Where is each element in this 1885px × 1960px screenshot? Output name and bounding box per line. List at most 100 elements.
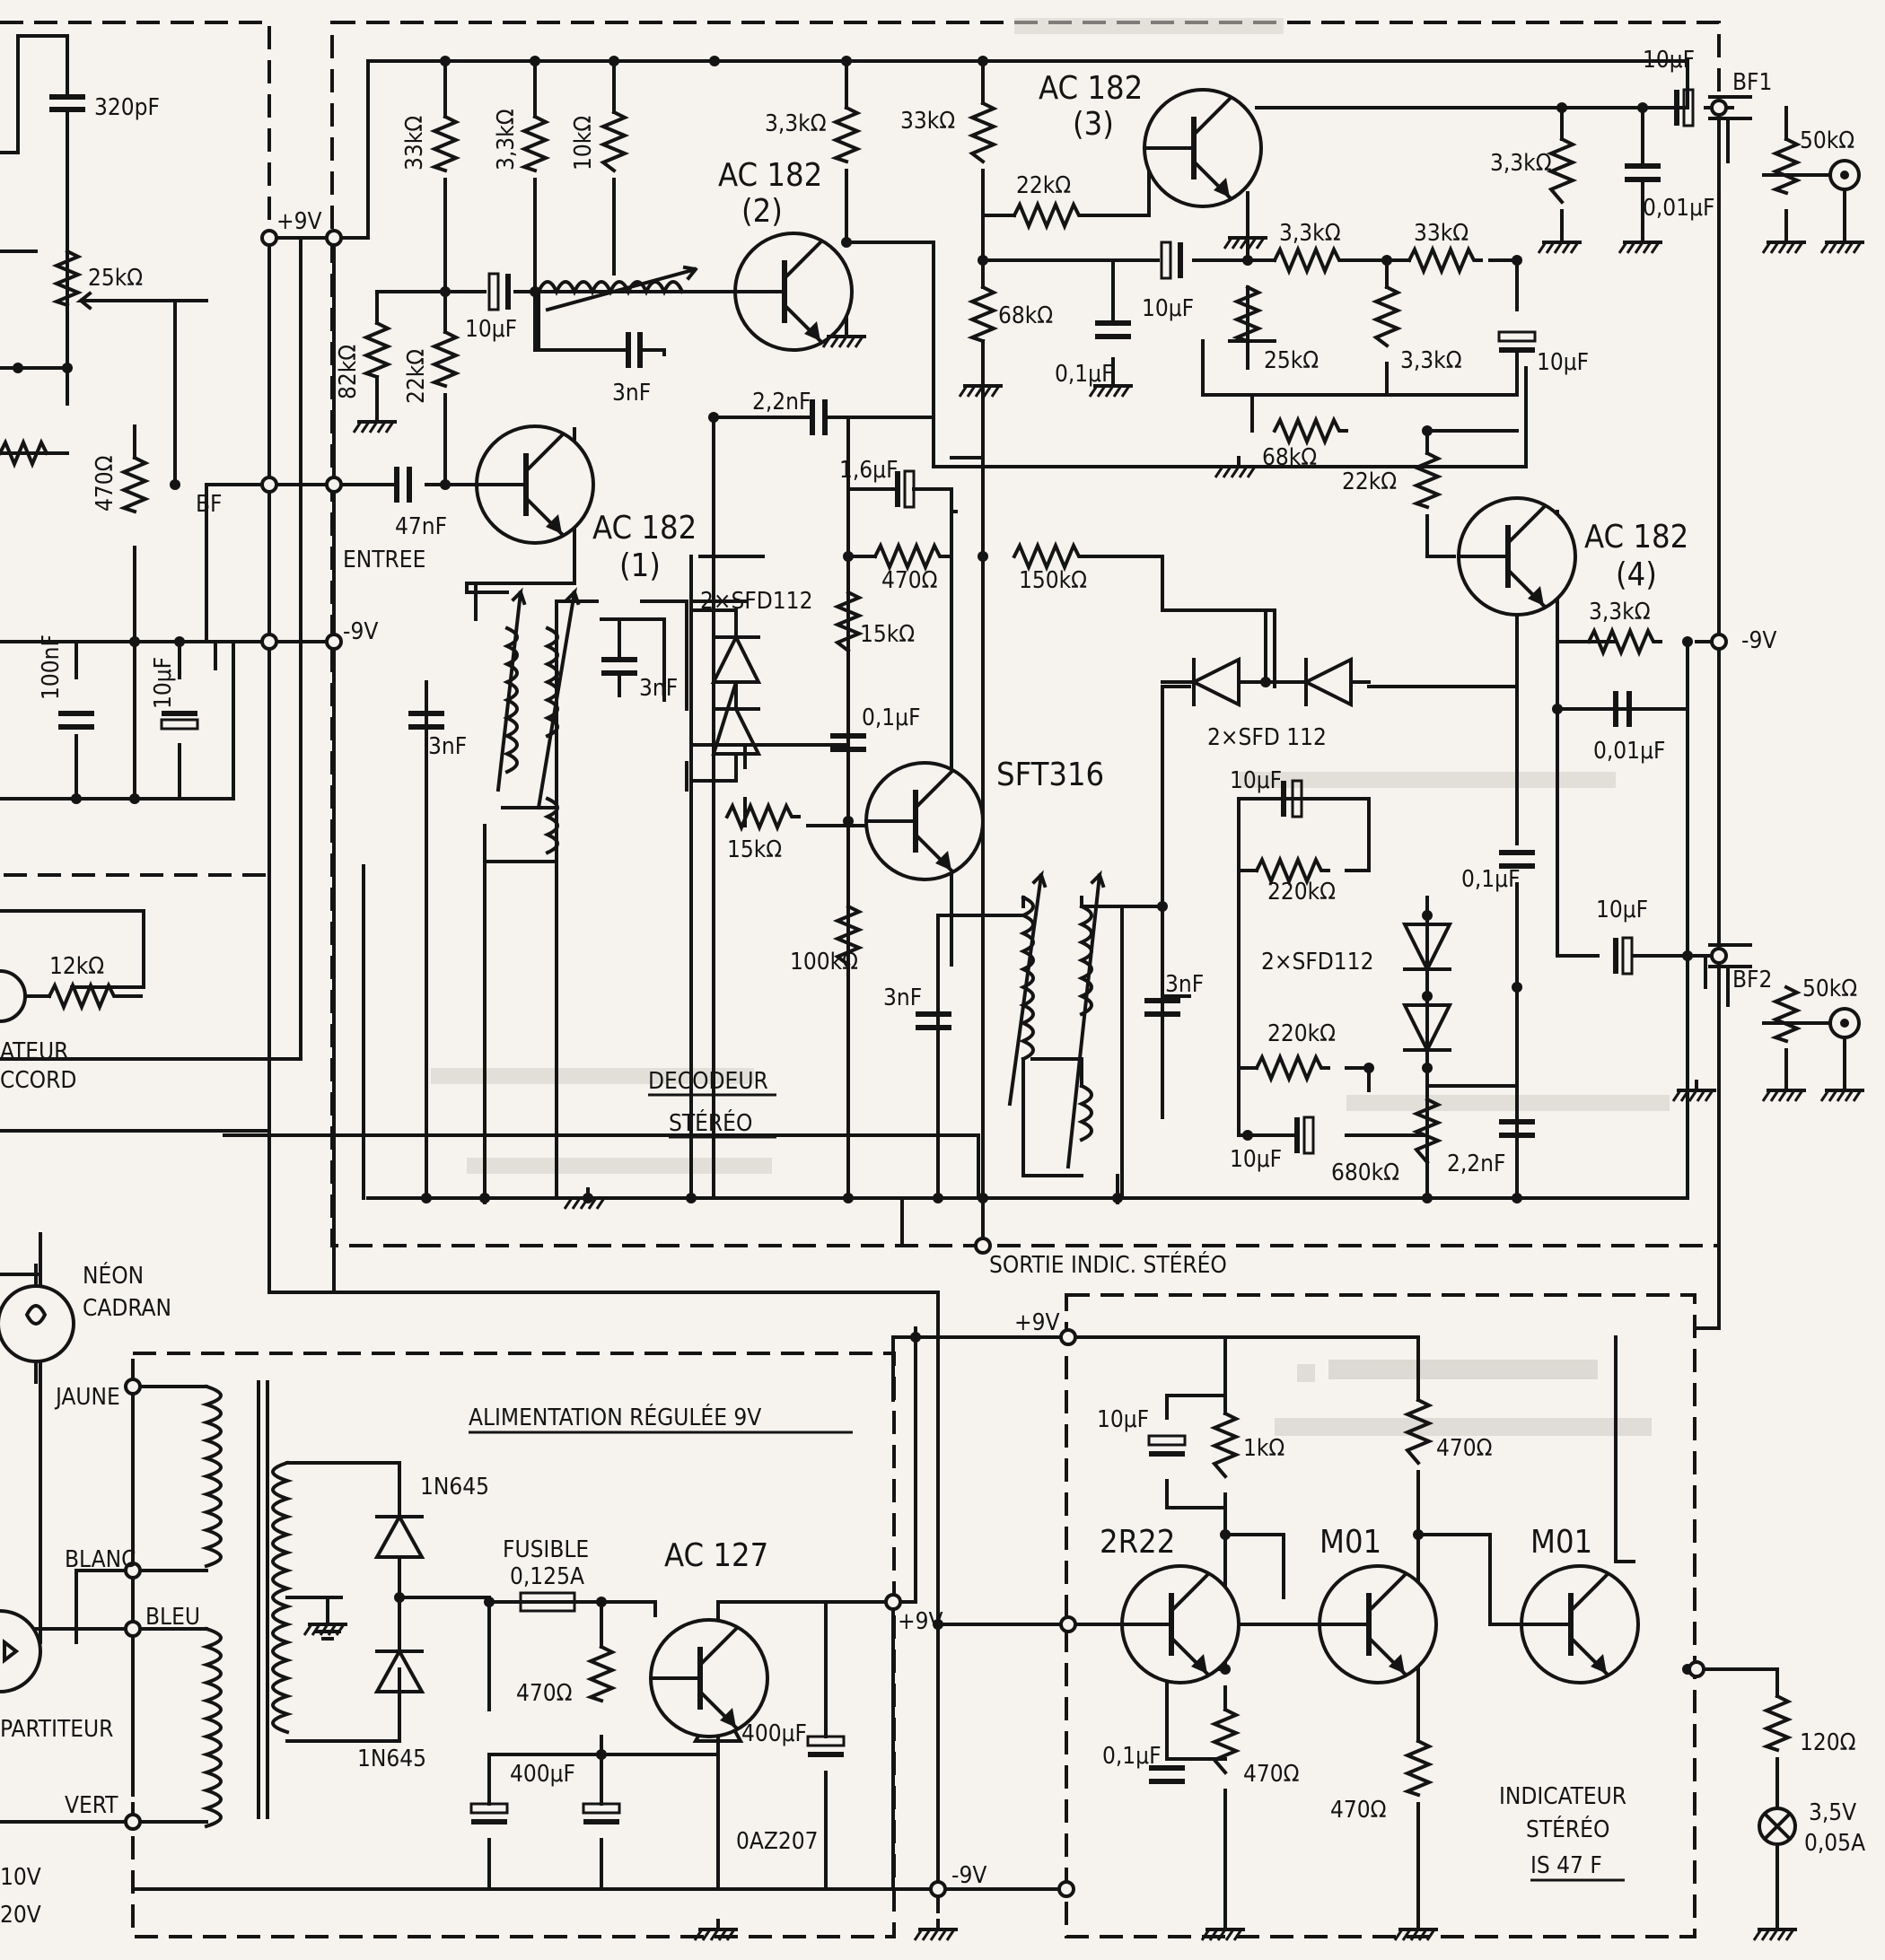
label-plus9v_ind: +9V xyxy=(1014,1309,1059,1336)
label-c10u_ind: 10μF xyxy=(1097,1406,1149,1433)
resistor-470-ind-c xyxy=(1402,1738,1434,1798)
capacitor-01-ind xyxy=(1149,1765,1185,1784)
label-lamp2: 0,05A xyxy=(1804,1830,1865,1857)
ground-symbol xyxy=(1819,232,1864,254)
terminal xyxy=(1710,633,1728,651)
capacitor-400-a xyxy=(469,1802,509,1824)
ground-symbol xyxy=(1671,1080,1716,1102)
label-r12k: 12kΩ xyxy=(49,953,104,980)
label-vert: VERT xyxy=(65,1792,118,1819)
junction-dot xyxy=(440,286,451,297)
junction-dot xyxy=(978,56,988,66)
terminal xyxy=(260,633,278,651)
label-r22k_in: 22kΩ xyxy=(403,349,430,404)
junction-dot xyxy=(841,237,852,248)
ground-symbol xyxy=(1200,1919,1245,1941)
potentiometer-50k-2 xyxy=(1770,984,1802,1044)
junction-dot xyxy=(71,793,82,804)
label-lamp1: 3,5V xyxy=(1809,1799,1856,1826)
label-c3nF_d: 3nF xyxy=(883,984,922,1011)
label-t4_num: (4) xyxy=(1616,556,1657,593)
label-r470_ind_c: 470Ω xyxy=(1330,1797,1387,1824)
resistor-12k xyxy=(47,980,143,1012)
terminal-rings xyxy=(124,99,1728,1898)
label-25k_left: 25kΩ xyxy=(88,265,143,292)
diode-pair-sfd112-b xyxy=(1161,608,1371,708)
junction-dot xyxy=(1556,102,1567,113)
terminal xyxy=(929,1880,947,1898)
junction-dot xyxy=(686,1193,697,1203)
ground-symbol xyxy=(1537,232,1582,254)
label-ind3: IS 47 F xyxy=(1530,1852,1602,1879)
ground-symbol xyxy=(958,375,1003,398)
label-ccord: CCORD xyxy=(0,1067,76,1094)
junction-dot xyxy=(170,479,180,490)
label-r3k3_b: 3,3kΩ xyxy=(1400,347,1462,374)
junction-dot xyxy=(1512,1193,1522,1203)
label-minus9v_top: -9V xyxy=(343,618,378,645)
transistor-ac182-2 xyxy=(733,232,854,352)
junction-dot xyxy=(583,1193,593,1203)
ground-symbol xyxy=(1819,1080,1864,1102)
junction-dot xyxy=(1422,991,1433,1002)
junction-dot xyxy=(1637,102,1648,113)
capacitor-3nf-a xyxy=(577,332,666,368)
ground-symbol xyxy=(1618,232,1662,254)
capacitor-001-b xyxy=(1613,691,1689,727)
label-ind1: INDICATEUR xyxy=(1499,1783,1626,1810)
label-r3k3_bf1: 3,3kΩ xyxy=(1490,150,1552,177)
label-partiteur: PARTITEUR xyxy=(0,1716,113,1743)
resistor-1k xyxy=(1209,1411,1241,1479)
label-r22k_t3: 22kΩ xyxy=(1016,172,1071,199)
label-diodes_a: 2×SFD112 xyxy=(700,588,812,615)
label-d1: 1N645 xyxy=(420,1474,489,1501)
label-decodeur2: STÉRÉO xyxy=(669,1108,752,1137)
label-r1k: 1kΩ xyxy=(1243,1435,1284,1462)
label-fusible2: 0,125A xyxy=(510,1563,584,1590)
label-c400_a: 400μF xyxy=(510,1761,575,1788)
resistor-470-dec xyxy=(872,540,951,573)
label-t1_name: AC 182 xyxy=(592,510,697,547)
resistor-33k-c xyxy=(1407,244,1483,276)
label-c001_b: 0,01μF xyxy=(1593,738,1665,765)
neon-lamp xyxy=(0,1264,75,1384)
capacitor-320pf xyxy=(49,83,85,127)
label-c400_b: 400μF xyxy=(741,1720,807,1747)
label-v10: 10V xyxy=(0,1864,41,1891)
junction-dot xyxy=(910,1332,921,1343)
label-r470_alim: 470Ω xyxy=(516,1680,573,1707)
junction-dot xyxy=(596,1597,607,1607)
label-blanc: BLANC xyxy=(65,1546,136,1573)
label-neon1: NÉON xyxy=(83,1261,144,1290)
capacitor-001-bf1 xyxy=(1625,163,1661,204)
terminal xyxy=(260,476,278,494)
label-t4_name: AC 182 xyxy=(1584,519,1688,556)
ground-symbol xyxy=(1223,227,1267,249)
label-c10u_d: 10μF xyxy=(1230,1146,1282,1173)
capacitor-01-dec xyxy=(830,733,866,752)
partial-dial-lamp xyxy=(0,969,27,1023)
label-c3nF_e: 3nF xyxy=(1165,971,1204,998)
label-r22k_t4: 22kΩ xyxy=(1342,468,1397,495)
capacitor-1u6 xyxy=(846,469,953,540)
resistor-3k3-a xyxy=(1272,244,1348,276)
junction-dot xyxy=(1381,255,1392,266)
label-r10k: 10kΩ xyxy=(570,116,597,171)
resistor-470-ind-b xyxy=(1209,1707,1241,1775)
resistor-470-left xyxy=(118,455,151,514)
label-p50k_1: 50kΩ xyxy=(1800,127,1854,154)
label-r15k_b: 15kΩ xyxy=(727,836,782,863)
ground-symbol xyxy=(1088,375,1133,398)
terminal xyxy=(1059,1615,1077,1633)
label-r150k: 150kΩ xyxy=(1019,567,1087,594)
label-c10u_bf2: 10μF xyxy=(1596,897,1648,923)
resistor-470-ind-a xyxy=(1402,1397,1434,1466)
decoder-coil-4 xyxy=(1077,904,1093,1017)
label-jaune: JAUNE xyxy=(54,1384,120,1411)
junction-dot xyxy=(1242,255,1253,266)
junction-dot xyxy=(440,56,451,66)
label-t3_num: (3) xyxy=(1073,106,1114,143)
capacitor-10uf-left xyxy=(160,711,199,731)
mains-transformer-secondary xyxy=(271,1460,294,1735)
label-r470_ind_b: 470Ω xyxy=(1243,1761,1300,1788)
